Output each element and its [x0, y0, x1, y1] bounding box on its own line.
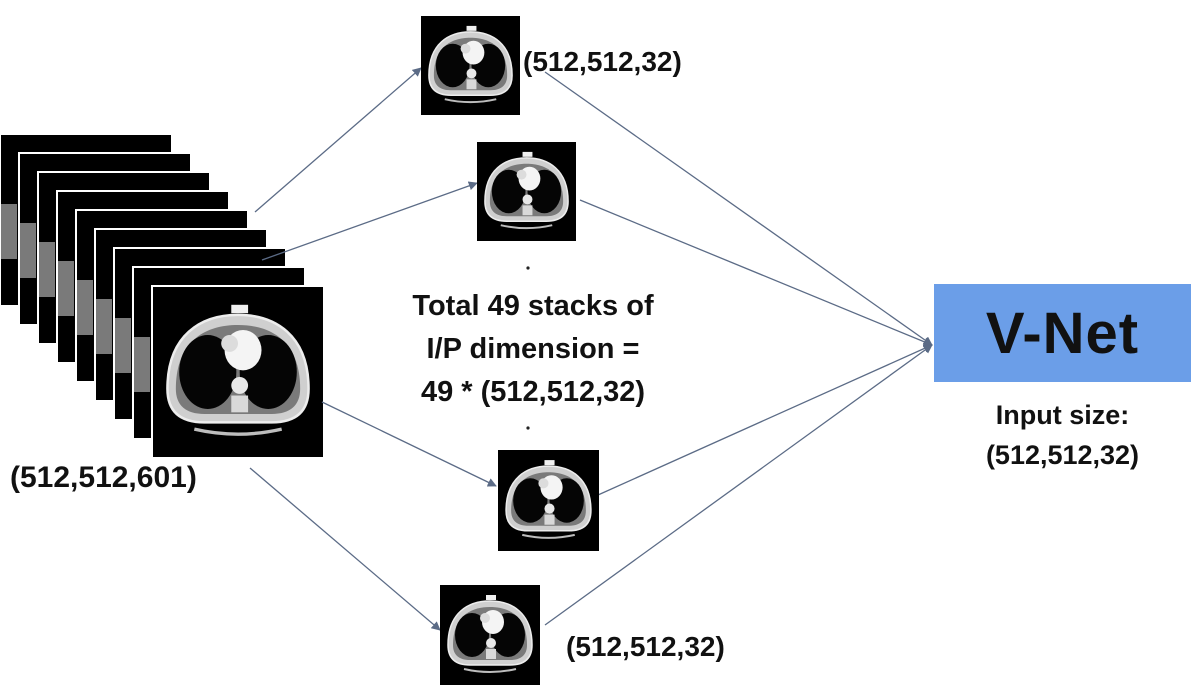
vnet-input-size-label: Input size: — [995, 400, 1130, 430]
stacks-caption: Total 49 stacks of I/P dimension = 49 * … — [378, 285, 688, 414]
arrow-3 — [321, 401, 497, 487]
input-slice-stack — [0, 133, 325, 459]
ellipsis-dot-1 — [526, 266, 530, 270]
arrow-1 — [254, 67, 422, 213]
connection-arrows — [249, 67, 933, 631]
arrow-4 — [249, 467, 441, 631]
output-stack-thumbnail-1 — [420, 15, 521, 116]
input-slice-front — [151, 285, 325, 459]
caption-line-2: I/P dimension = — [426, 333, 640, 365]
ellipsis-dot-2 — [526, 380, 530, 384]
vnet-model-box: V-Net — [934, 284, 1191, 382]
stack-1-dimension-label: (512,512,32) — [523, 46, 682, 77]
stack-4-dimension-label: (512,512,32) — [566, 631, 725, 662]
vnet-input-size: Input size: (512,512,32) — [934, 395, 1191, 475]
vnet-input-size-value: (512,512,32) — [985, 440, 1140, 470]
arrow-8 — [544, 344, 933, 626]
caption-line-1: Total 49 stacks of — [412, 290, 654, 322]
output-stack-thumbnail-2 — [476, 141, 577, 242]
arrow-7 — [597, 344, 933, 496]
ellipsis-dot-3 — [526, 426, 530, 430]
arrow-2 — [261, 181, 478, 261]
vnet-model-name: V-Net — [985, 300, 1140, 366]
caption-line-3: 49 * (512,512,32) — [420, 376, 646, 408]
ellipsis-dots — [526, 266, 530, 430]
input-dimension-label: (512,512,601) — [10, 461, 197, 494]
output-stack-thumbnail-4 — [439, 584, 541, 686]
arrow-5 — [544, 71, 933, 346]
arrow-6 — [579, 199, 933, 347]
output-stack-thumbnail-3 — [496, 448, 601, 553]
